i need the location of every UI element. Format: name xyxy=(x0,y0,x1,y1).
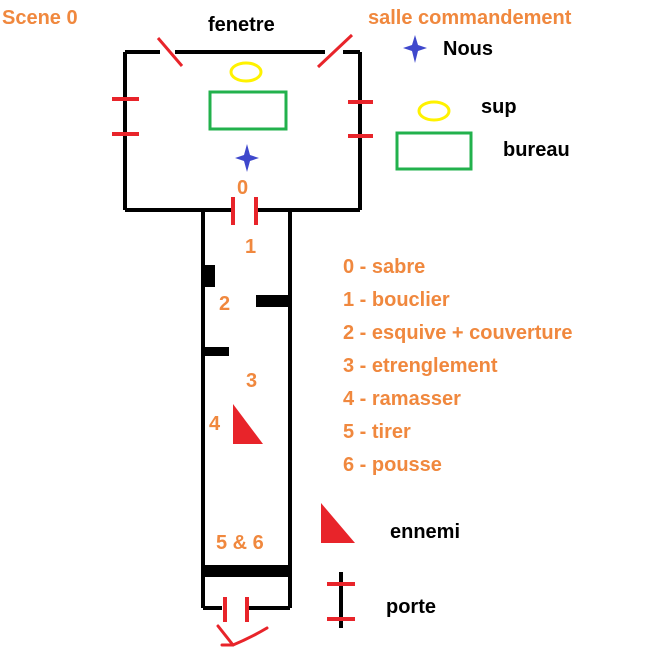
room-door-left xyxy=(112,97,139,136)
room-name: salle commandement xyxy=(368,7,572,29)
enemy-marker xyxy=(233,404,263,444)
action-list: 0 - sabre 1 - bouclier 2 - esquive + cou… xyxy=(343,256,573,487)
legend-door-icon xyxy=(327,572,355,628)
legend-supervisor-label: sup xyxy=(481,96,517,118)
position-label-0: 0 xyxy=(237,177,249,199)
window-right xyxy=(316,33,354,69)
window-left xyxy=(156,37,184,67)
position-label-5-6: 5 & 6 xyxy=(216,532,264,554)
door-exit xyxy=(223,597,249,622)
cover-left-lower xyxy=(201,347,229,356)
action-item: 6 - pousse xyxy=(343,454,442,476)
command-room-walls xyxy=(123,50,362,212)
action-item: 1 - bouclier xyxy=(343,289,450,311)
room-door-right xyxy=(348,100,373,138)
legend-desk-label: bureau xyxy=(503,139,570,161)
action-item: 0 - sabre xyxy=(343,256,426,278)
supervisor-marker xyxy=(229,61,263,83)
legend-door-label: porte xyxy=(386,596,436,618)
position-label-3: 3 xyxy=(246,370,258,392)
action-item: 3 - etrenglement xyxy=(343,355,498,377)
legend-supervisor-icon xyxy=(417,100,451,122)
cover-right xyxy=(256,295,290,307)
ally-marker xyxy=(235,144,259,172)
window-label: fenetre xyxy=(208,14,275,36)
scene-title: Scene 0 xyxy=(2,7,78,29)
position-label-1: 1 xyxy=(245,236,257,258)
action-item: 4 - ramasser xyxy=(343,388,461,410)
door-room-corridor xyxy=(231,197,258,225)
cover-left-upper xyxy=(203,265,215,287)
position-label-2: 2 xyxy=(219,293,231,315)
exit-arrow-icon xyxy=(216,624,269,647)
action-item: 2 - esquive + couverture xyxy=(343,322,573,344)
legend-ally-label: Nous xyxy=(443,38,493,60)
position-label-4: 4 xyxy=(209,413,221,435)
legend-enemy-label: ennemi xyxy=(390,521,461,543)
barrier-bottom xyxy=(203,565,290,577)
legend-ally-icon xyxy=(403,35,427,63)
legend-desk-icon xyxy=(395,131,473,171)
desk-marker xyxy=(208,90,288,131)
legend-enemy-icon xyxy=(321,503,355,543)
action-item: 5 - tirer xyxy=(343,421,411,443)
